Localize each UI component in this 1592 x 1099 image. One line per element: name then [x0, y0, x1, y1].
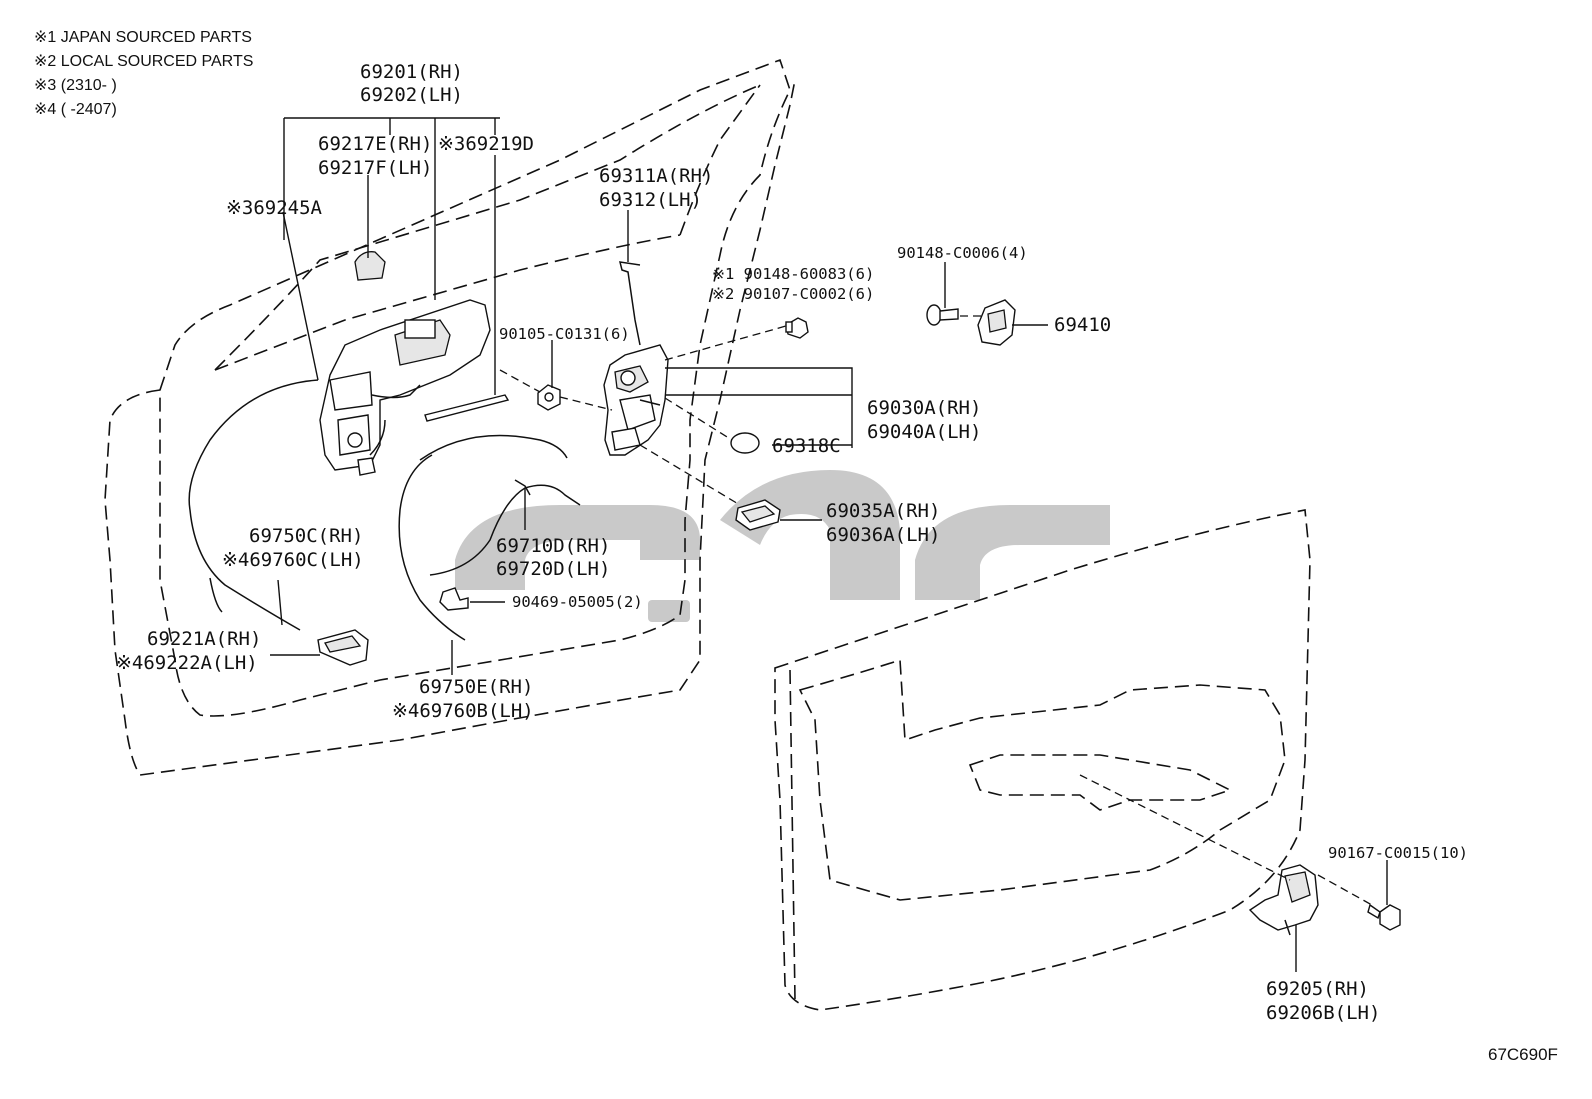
label-69205: 69205(RH): [1266, 978, 1369, 1000]
striker-69410: [977, 299, 1016, 346]
label-69410: 69410: [1054, 314, 1111, 336]
label-69221a: 69221A(RH): [147, 628, 261, 650]
clamp-90469-05005: [439, 587, 469, 611]
label-69311a: 69311A(RH): [599, 165, 713, 187]
screw-90148-c0006: [926, 304, 959, 326]
bezel-cover-69245a: [354, 251, 386, 281]
note-local-sourced: ※2 LOCAL SOURCED PARTS: [34, 53, 253, 70]
label-69040a: 69040A(LH): [867, 421, 981, 443]
note-date-from: ※3 (2310- ): [34, 77, 117, 94]
label-69222a: ※469222A(LH): [116, 652, 258, 674]
note-japan-sourced: ※1 JAPAN SOURCED PARTS: [34, 29, 252, 46]
label-69201: 69201(RH): [360, 61, 463, 83]
label-90148-c0006: 90148-C0006(4): [897, 244, 1028, 262]
front-door-outline: [104, 58, 796, 776]
label-90105-c0131: 90105-C0131(6): [499, 325, 630, 343]
door-lock-assembly: [603, 344, 669, 456]
door-trim-outline: [774, 509, 1311, 1011]
label-90469-05005: 90469-05005(2): [512, 593, 643, 611]
label-69245a: ※369245A: [226, 197, 323, 219]
label-69760b: ※469760B(LH): [392, 700, 534, 722]
label-90107-c0002: ※2 90107-C0002(6): [712, 285, 874, 303]
label-69206b: 69206B(LH): [1266, 1002, 1380, 1024]
label-69750e: 69750E(RH): [419, 676, 533, 698]
label-69217e: 69217E(RH): [318, 133, 432, 155]
seal-69318c: [730, 432, 760, 454]
label-69202: 69202(LH): [360, 84, 463, 106]
label-69710d: 69710D(RH): [496, 535, 610, 557]
notes-block: ※1 JAPAN SOURCED PARTS ※2 LOCAL SOURCED …: [34, 29, 253, 118]
label-69035a: 69035A(RH): [826, 500, 940, 522]
label-69219d: ※369219D: [438, 133, 534, 155]
label-69030a: 69030A(RH): [867, 397, 981, 419]
inside-handle-frame: [319, 299, 491, 476]
note-date-to: ※4 ( -2407): [34, 101, 117, 118]
diagram-code: 67C690F: [1488, 1045, 1558, 1064]
lock-rod-guide: [424, 394, 510, 422]
label-90148-60083: ※1 90148-60083(6): [712, 265, 874, 283]
label-69720d: 69720D(LH): [496, 558, 610, 580]
label-69318c: 69318C: [772, 435, 841, 457]
screw-90148-60083: [785, 317, 809, 339]
screw-90167-c0015: [1367, 903, 1401, 931]
inside-handle-69205: [1248, 864, 1319, 936]
label-69750c: 69750C(RH): [249, 525, 363, 547]
inside-handle-69221a: [317, 629, 369, 666]
part-labels: 69201(RH) 69202(LH) 69217E(RH) 69217F(LH…: [116, 61, 1468, 1024]
leader-lines: [270, 117, 1388, 972]
label-69217f: 69217F(LH): [318, 157, 432, 179]
lock-rod-69311a: [618, 261, 641, 346]
label-69760c: ※469760C(LH): [222, 549, 364, 571]
bolt-90105-c0131: [537, 384, 561, 411]
label-69036a: 69036A(LH): [826, 524, 940, 546]
label-69312: 69312(LH): [599, 189, 702, 211]
cover-69035a: [735, 499, 781, 531]
cables: [188, 379, 581, 641]
label-90167-c0015: 90167-C0015(10): [1328, 844, 1468, 862]
